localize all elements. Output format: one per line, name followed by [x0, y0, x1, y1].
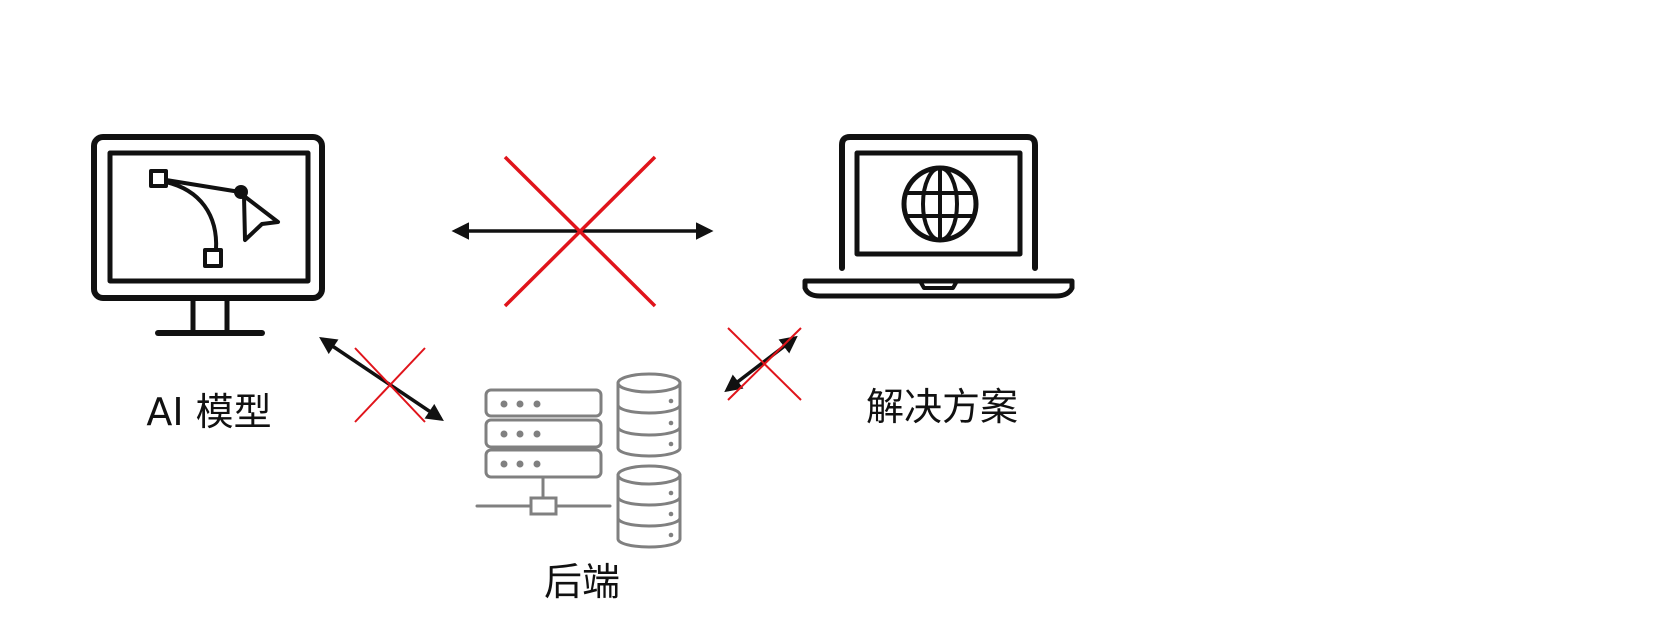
connection-ai-solution [451, 155, 714, 308]
monitor-bezier-icon [91, 134, 325, 336]
blocked-cross-icon [354, 347, 426, 423]
backend-label: 后端 [544, 560, 620, 604]
ai-model-label: AI 模型 [146, 390, 271, 434]
laptop-globe-icon [802, 134, 1075, 299]
server-database-icon [475, 372, 682, 549]
solution-label: 解决方案 [866, 385, 1018, 429]
bidirectional-arrow [724, 335, 798, 393]
connection-ai-backend [319, 337, 444, 423]
bidirectional-arrow [319, 337, 444, 421]
connection-backend-solution [724, 327, 802, 401]
blocked-cross-icon [503, 155, 657, 308]
blocked-cross-icon [727, 327, 802, 401]
